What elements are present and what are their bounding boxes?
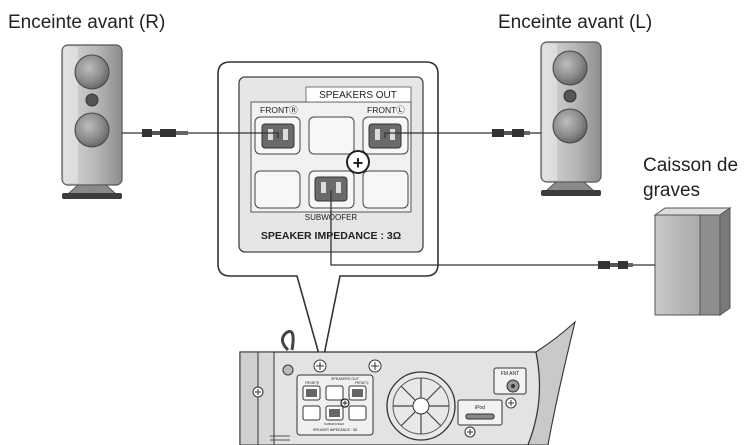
screw-icon xyxy=(464,426,476,438)
speaker-tweeter-icon xyxy=(85,93,99,107)
svg-text:+: + xyxy=(353,153,364,173)
subwoofer-box-icon xyxy=(653,207,732,316)
front-right-speaker xyxy=(61,44,123,199)
svg-text:FRONTⓇ: FRONTⓇ xyxy=(305,380,320,385)
ipod-port: iPod xyxy=(457,399,503,426)
screw-icon xyxy=(313,359,327,373)
speaker-cables xyxy=(122,132,655,266)
speakers-out-title: SPEAKERS OUT xyxy=(319,90,397,101)
subwoofer-label-line2: graves xyxy=(643,180,701,201)
screw-icon xyxy=(505,397,517,409)
front-r-terminal-label: FRONTⓇ xyxy=(260,105,298,115)
empty-terminal-slot xyxy=(308,116,355,155)
empty-terminal-slot xyxy=(254,170,301,209)
speaker-cone-icon xyxy=(74,54,110,90)
fm-antenna-jack: FM ANT xyxy=(493,367,527,395)
front-left-speaker-label: Enceinte avant (L) xyxy=(498,12,653,33)
screw-icon xyxy=(252,386,264,398)
front-l-terminal-label: FRONTⓁ xyxy=(367,105,405,115)
svg-text:SUBWOOFER: SUBWOOFER xyxy=(324,422,345,426)
front-left-speaker xyxy=(540,41,602,196)
main-unit-rear-panel: SPEAKERS OUT FRONTⓇ FRONTⓁ SUBWOOFER SPE… xyxy=(239,320,576,445)
front-right-speaker-label: Enceinte avant (R) xyxy=(8,12,166,33)
speaker-tweeter-icon xyxy=(563,89,577,103)
svg-text:SPEAKER IMPEDANCE : 3Ω: SPEAKER IMPEDANCE : 3Ω xyxy=(313,428,358,432)
screw-icon xyxy=(346,150,370,174)
speaker-cone-icon xyxy=(552,50,588,86)
cable-plug-icon xyxy=(142,129,188,137)
subwoofer-label-line1: Caisson de xyxy=(643,155,739,176)
svg-text:iPod: iPod xyxy=(475,405,485,411)
speakers-out-panel: SPEAKERS OUT FRONTⓇ FRONTⓁ SUBWOOFER + S… xyxy=(238,76,424,253)
mini-speakers-out-panel: SPEAKERS OUT FRONTⓇ FRONTⓁ SUBWOOFER SPE… xyxy=(296,374,374,436)
cable-plug-icon xyxy=(492,129,530,137)
svg-text:SPEAKERS OUT: SPEAKERS OUT xyxy=(331,377,360,381)
svg-text:FRONTⓁ: FRONTⓁ xyxy=(355,380,370,385)
speaker-cone-icon xyxy=(552,108,588,144)
empty-terminal-slot xyxy=(362,170,409,209)
cable-plug-icon xyxy=(598,261,633,269)
cooling-fan-icon xyxy=(386,371,456,441)
screw-icon xyxy=(368,359,382,373)
svg-text:FM ANT: FM ANT xyxy=(501,371,519,377)
speaker-cone-icon xyxy=(74,112,110,148)
